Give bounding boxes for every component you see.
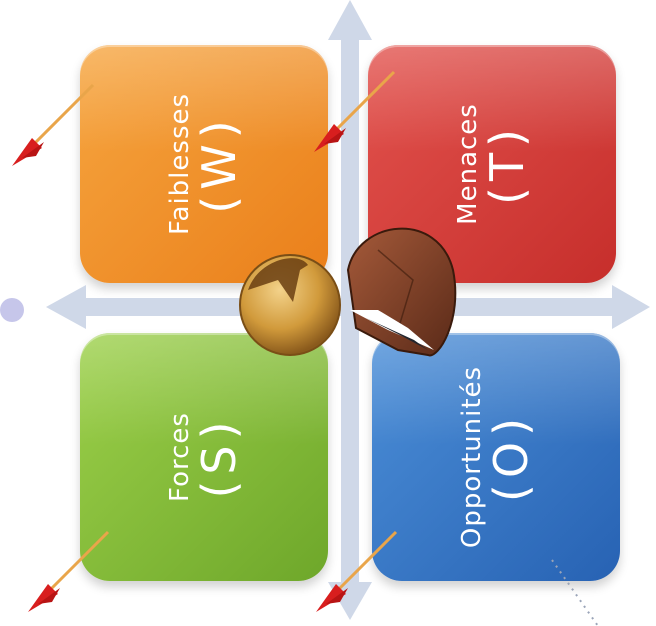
- weaknesses-letter: (W): [191, 114, 246, 214]
- arrow-icon: [314, 70, 396, 152]
- quadrant-weaknesses-label: Faiblesses (W): [164, 92, 246, 236]
- strengths-letter: (S): [191, 415, 246, 499]
- axis-arrowhead-top: [328, 0, 372, 40]
- weaknesses-name: Faiblesses: [164, 92, 195, 236]
- threats-name: Menaces: [452, 103, 483, 225]
- left-dot: [0, 298, 24, 322]
- arrow-icon: [316, 530, 398, 612]
- arrow-icon: [12, 83, 95, 166]
- opportunities-letter: (O): [483, 411, 538, 503]
- axis-arrowhead-left: [46, 285, 86, 329]
- dotted-trail: [551, 559, 599, 626]
- quadrant-threats-label: Menaces (T): [452, 103, 534, 225]
- opportunities-name: Opportunités: [456, 365, 487, 549]
- quadrant-weaknesses: Faiblesses (W): [80, 45, 328, 283]
- arrow-icon: [28, 530, 110, 612]
- threats-letter: (T): [479, 123, 534, 205]
- strengths-name: Forces: [164, 412, 195, 502]
- quadrant-opportunities-label: Opportunités (O): [456, 365, 538, 549]
- businessman-figure-icon: [239, 227, 457, 357]
- quadrant-strengths-label: Forces (S): [164, 412, 246, 502]
- axis-arrowhead-right: [612, 285, 650, 329]
- horizontal-axis-bar: [70, 298, 620, 316]
